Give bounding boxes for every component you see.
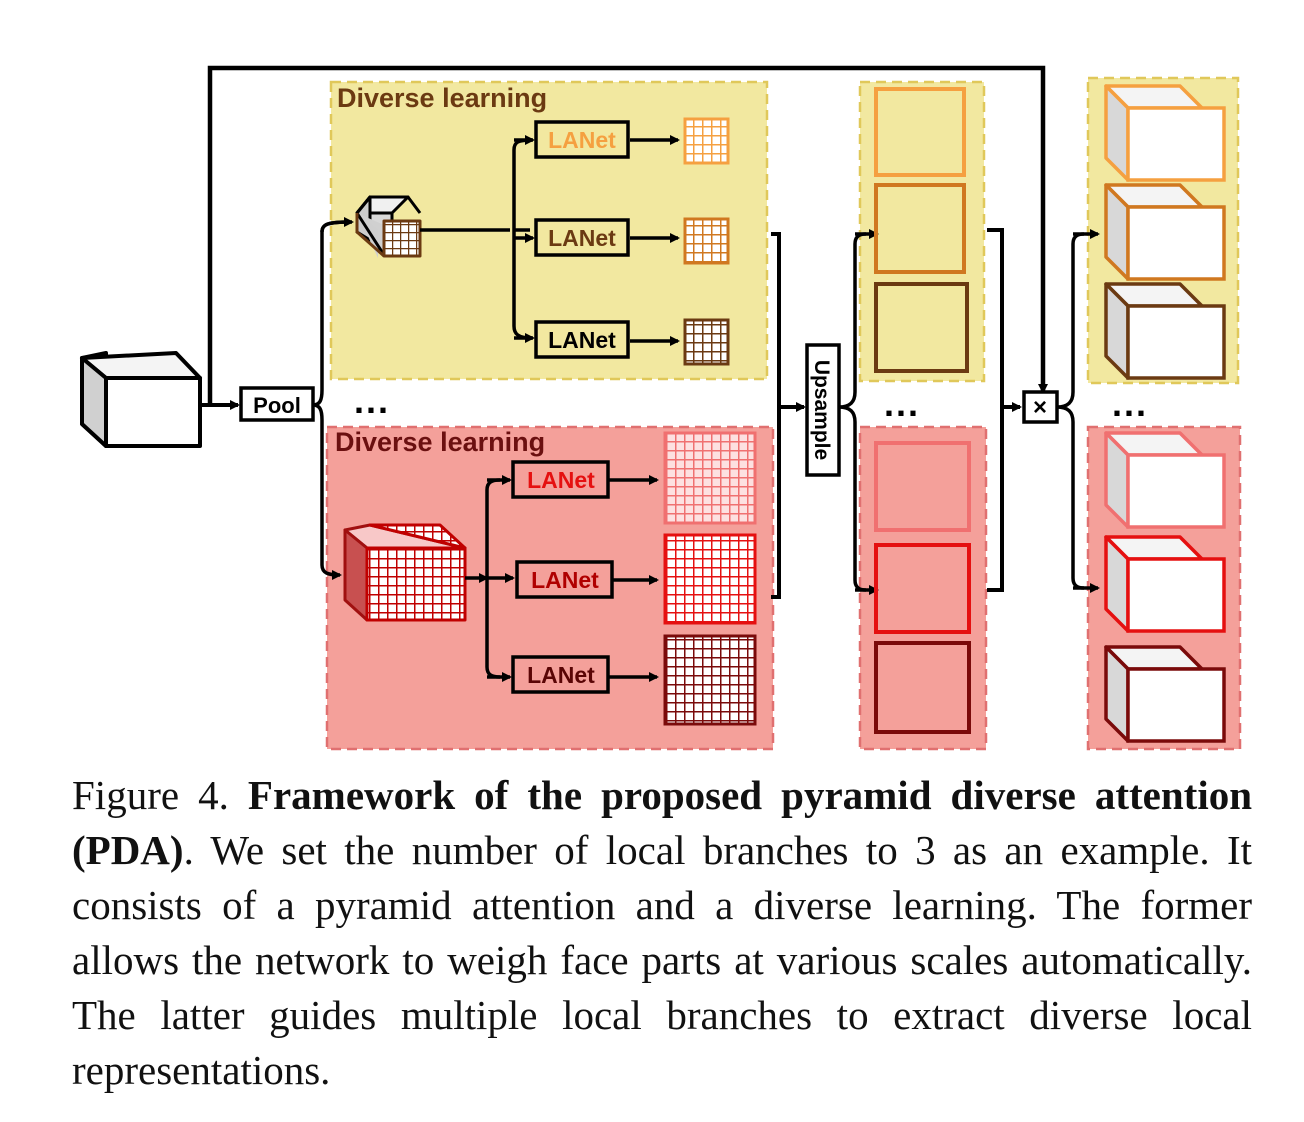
- upsampled-map-top-1: [874, 87, 966, 177]
- caption-figure-number: Figure 4.: [72, 772, 229, 818]
- lanet-top-1: LANet: [534, 120, 630, 159]
- output-cube-1: [1104, 84, 1226, 182]
- upsample-label: Upsample: [810, 360, 833, 460]
- figure-caption: Figure 4. Framework of the proposed pyra…: [72, 768, 1252, 1098]
- attention-map-bottom-3: [663, 634, 757, 726]
- output-branch-lines: [1056, 232, 1085, 590]
- attention-map-bottom-1: [663, 431, 757, 525]
- lanet-bottom-3: LANet: [511, 655, 610, 694]
- attention-map-bottom-2: [663, 533, 757, 625]
- upsampled-map-bottom-2: [874, 543, 971, 634]
- gather-bracket: [771, 232, 781, 599]
- diverse-learning-label-bottom: Diverse learning: [335, 427, 545, 457]
- skip-connection-line: [207, 65, 1048, 405]
- lanet-top-3: LANet: [534, 320, 630, 359]
- caption-title: Framework of the proposed pyramid divers…: [72, 772, 1253, 873]
- diverse-learning-label-top: Diverse learning: [337, 83, 547, 113]
- upsample-region-bottom: [858, 425, 988, 751]
- output-cube-2: [1104, 183, 1226, 281]
- svg-text:LANet: LANet: [548, 327, 616, 353]
- svg-text:LANet: LANet: [531, 567, 599, 593]
- upsampled-map-bottom-3: [874, 641, 971, 734]
- output-cubes: [1104, 84, 1226, 743]
- upsample-box: [805, 343, 841, 477]
- attention-map-top-3: [683, 318, 730, 366]
- attention-map-top-1: [683, 117, 730, 165]
- pda-framework-diagram: Diverse learning Diverse learning Pool .…: [80, 65, 1242, 751]
- attention-map-top-2: [683, 217, 730, 265]
- output-cube-5: [1104, 535, 1226, 633]
- ellipsis-middle: ...: [884, 383, 920, 424]
- upsampled-map-top-3: [874, 282, 969, 373]
- lanet-top-2: LANet: [534, 218, 630, 257]
- upsampled-map-bottom-1: [874, 441, 971, 532]
- svg-text:LANet: LANet: [548, 225, 616, 251]
- multiply-bracket: [987, 228, 1004, 592]
- pooled-cube-large: [343, 523, 467, 622]
- ellipsis-right: ...: [1112, 383, 1148, 424]
- ellipsis-left: ...: [354, 380, 390, 421]
- input-feature-cube: [80, 351, 202, 448]
- svg-text:LANet: LANet: [527, 467, 595, 493]
- pool-label: Pool: [253, 393, 301, 418]
- svg-text:LANet: LANet: [527, 662, 595, 688]
- output-cube-4: [1104, 431, 1226, 529]
- pooled-cube-small: [355, 195, 422, 258]
- upsampled-map-top-2: [874, 183, 966, 274]
- svg-text:LANet: LANet: [548, 127, 616, 153]
- output-cube-6: [1104, 645, 1226, 743]
- lanet-bottom-1: LANet: [511, 460, 610, 499]
- multiply-label: ×: [1033, 394, 1047, 421]
- lanet-bottom-2: LANet: [515, 560, 614, 599]
- output-cube-3: [1104, 282, 1226, 380]
- caption-body: . We set the number of local branches to…: [72, 827, 1252, 1093]
